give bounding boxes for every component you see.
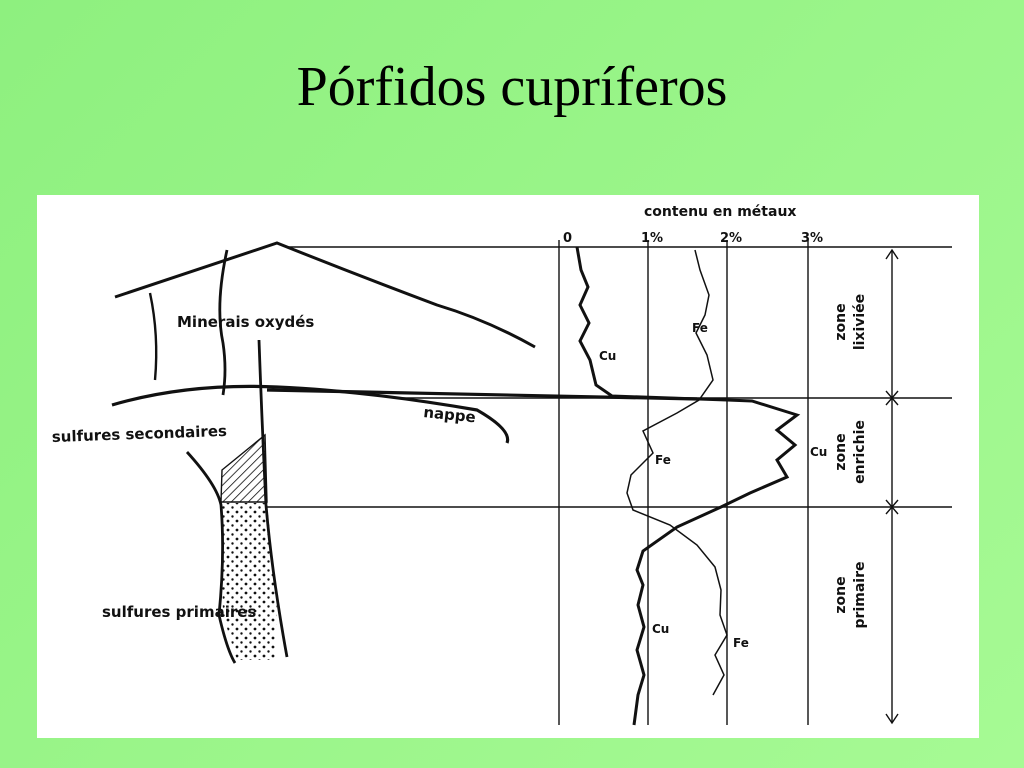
- tick-2: 2%: [720, 231, 742, 246]
- fe-label-enriched: Fe: [655, 453, 671, 467]
- axis-title: contenu en métaux: [644, 204, 796, 220]
- fe-profile-curve: [626, 249, 728, 696]
- label-primary-sulfides: sulfures primaires: [102, 603, 256, 621]
- primary-sulfide-dots: [221, 503, 277, 660]
- zone-enriched-line2: enrichie: [852, 420, 868, 484]
- tick-3: 3%: [801, 231, 823, 246]
- zone-primary-label: zone primaire: [833, 562, 868, 629]
- zone-leached-line1: zone: [833, 303, 849, 340]
- tick-1: 1%: [641, 231, 663, 246]
- zone-primary-line2: primaire: [852, 562, 868, 629]
- zone-enriched-label: zone enrichie: [833, 420, 868, 484]
- cu-profile-curve: [575, 246, 801, 726]
- zone-leached-line2: lixiviée: [852, 294, 868, 350]
- deposit-diagram: contenu en métaux 0 1% 2% 3% Minerais ox…: [37, 195, 979, 738]
- label-secondary-sulfides: sulfures secondaires: [52, 422, 228, 446]
- tick-0: 0: [563, 231, 572, 246]
- hill-surface-line: [114, 241, 536, 349]
- cu-label-enriched: Cu: [810, 445, 827, 459]
- fe-label-leached: Fe: [692, 321, 708, 335]
- hill-left-fault: [218, 249, 229, 396]
- slide-title: Pórfidos cupríferos: [296, 56, 728, 118]
- zone-primary-line1: zone: [833, 576, 849, 613]
- zone-extent-arrows: [885, 248, 899, 725]
- label-water-table: nappe: [423, 403, 477, 426]
- zone-leached-label: zone lixiviée: [833, 294, 868, 350]
- cu-label-primary: Cu: [652, 622, 669, 636]
- zone-enriched-line1: zone: [833, 433, 849, 470]
- label-oxide-ores: Minerais oxydés: [177, 313, 314, 331]
- oxide-zone-left-edge: [148, 292, 158, 381]
- diagram-svg: contenu en métaux 0 1% 2% 3% Minerais ox…: [52, 204, 952, 726]
- cu-label-leached: Cu: [599, 349, 616, 363]
- secondary-sulfide-hatch: [220, 433, 268, 503]
- fe-label-primary: Fe: [733, 636, 749, 650]
